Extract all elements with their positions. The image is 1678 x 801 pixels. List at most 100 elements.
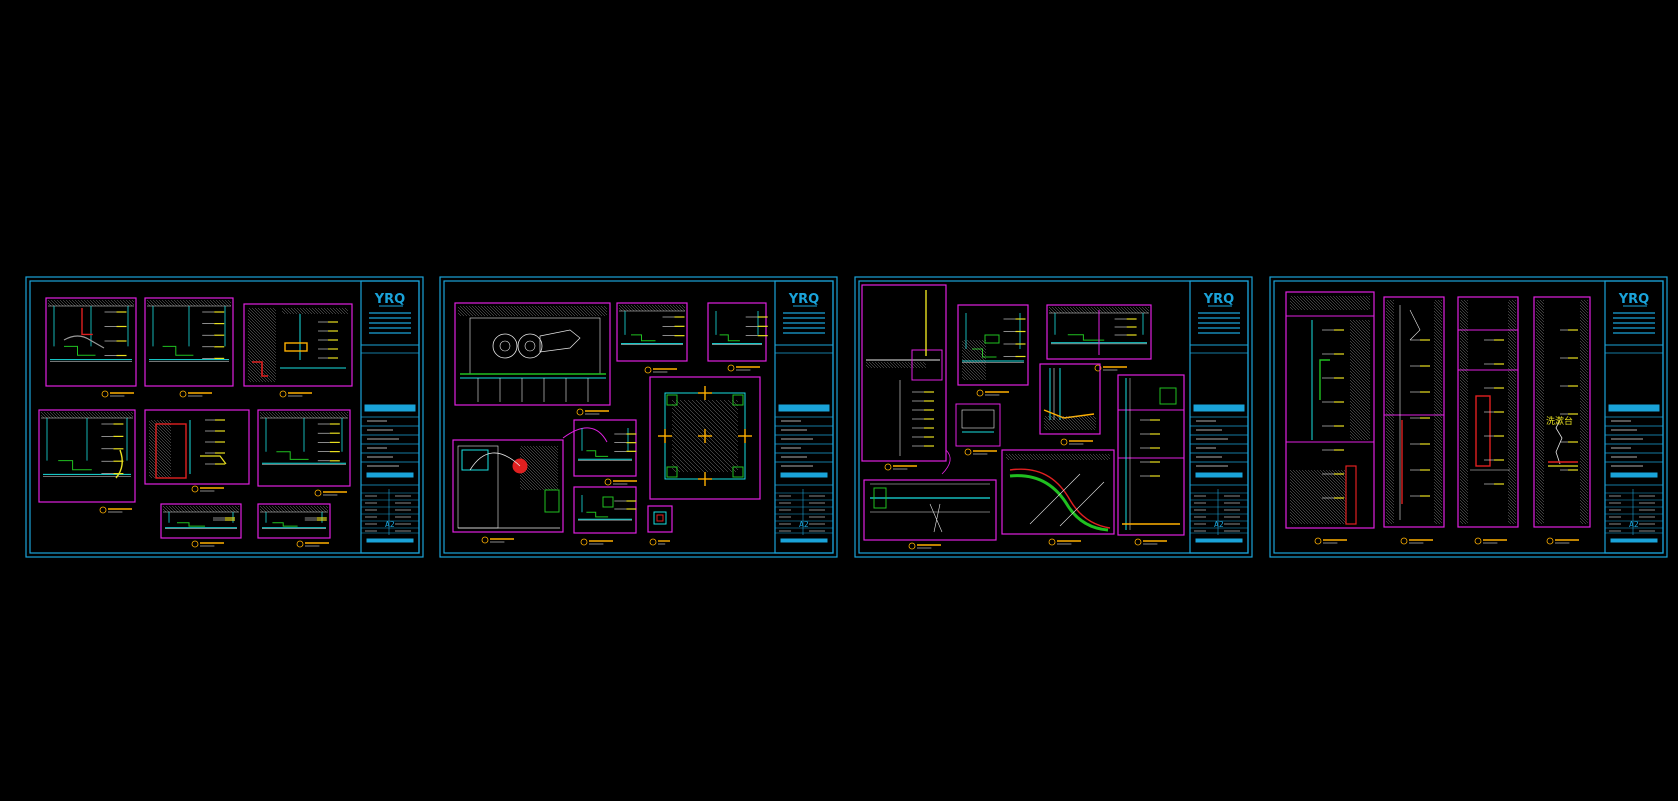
hatch-line	[1579, 409, 1589, 419]
hatch-line	[247, 369, 261, 383]
detail-view[interactable]	[160, 503, 242, 539]
hatch-line	[1579, 388, 1589, 398]
detail-view[interactable]	[863, 479, 997, 541]
detail-view[interactable]	[144, 409, 250, 485]
hatch-line	[1579, 496, 1589, 506]
hatch-line	[280, 505, 288, 513]
hatch-line	[293, 307, 301, 315]
hatch-line	[1310, 469, 1347, 506]
detail-view[interactable]	[144, 297, 234, 387]
hatch-line	[1535, 334, 1545, 344]
hatch-line	[1535, 355, 1545, 365]
hatch-line	[1289, 469, 1345, 525]
hatch-line	[534, 305, 546, 317]
detail-view[interactable]	[38, 409, 136, 503]
hatch-line	[669, 304, 677, 312]
detail-number-bubble	[296, 540, 304, 548]
hatch-line	[618, 304, 626, 312]
line-work	[1029, 473, 1081, 525]
detail-view[interactable]	[1001, 449, 1115, 535]
hatch-line	[1433, 514, 1443, 524]
hatch-line	[1080, 453, 1088, 461]
hatch-line	[40, 411, 48, 419]
detail-view[interactable]	[1039, 363, 1101, 435]
hatch-pattern	[47, 299, 135, 307]
hatch-line	[648, 304, 656, 312]
hatch-line	[1071, 453, 1079, 461]
hatch-line	[1535, 370, 1545, 380]
detail-view[interactable]	[647, 505, 673, 533]
elevation-view[interactable]: 洗漱台	[1533, 296, 1591, 528]
hatch-line	[115, 411, 123, 419]
hatch-line	[328, 411, 336, 419]
hatch-line	[1535, 472, 1545, 482]
hatch-line	[1579, 307, 1589, 317]
detail-view[interactable]	[616, 302, 688, 362]
detail-view[interactable]	[573, 419, 637, 477]
detail-view[interactable]	[257, 503, 331, 539]
hatch-line	[1056, 415, 1072, 431]
detail-view[interactable]	[649, 376, 761, 500]
hatch-line	[257, 307, 277, 327]
hatch-line	[204, 505, 212, 513]
hatch-line	[1535, 412, 1545, 422]
line-work	[1059, 481, 1105, 527]
detail-view[interactable]	[452, 439, 564, 533]
hatch-line	[146, 302, 151, 307]
hatch-line	[1349, 364, 1371, 386]
detail-view[interactable]	[957, 304, 1029, 386]
hatch-line	[1579, 517, 1587, 525]
hatch-line	[1507, 331, 1517, 341]
hatch-line	[247, 330, 277, 360]
hatch-line	[259, 414, 264, 419]
hatch-line	[1065, 453, 1073, 461]
hatch-line	[1459, 373, 1469, 383]
hatch-line	[265, 505, 273, 513]
hatch-line	[247, 372, 258, 383]
hatch-line	[1020, 453, 1028, 461]
detail-view[interactable]	[955, 403, 1001, 447]
hatch-line	[1433, 370, 1443, 380]
hatch-line	[1507, 439, 1517, 449]
detail-view[interactable]	[257, 409, 351, 487]
hatch-line	[301, 505, 309, 513]
hatch-line	[1043, 423, 1051, 431]
detail-view[interactable]	[707, 302, 768, 362]
detail-view[interactable]	[454, 302, 611, 406]
hatch-line	[552, 305, 564, 317]
elevation-view[interactable]	[1285, 291, 1375, 529]
hatch-line	[298, 411, 306, 419]
elevation-view[interactable]	[1383, 296, 1445, 528]
hatch-line	[1385, 478, 1395, 488]
hatch-line	[1308, 295, 1324, 311]
detail-view[interactable]	[243, 303, 353, 387]
hatch-line	[1507, 445, 1517, 455]
hatch-line	[678, 304, 686, 312]
hatch-line	[1433, 430, 1443, 440]
hatch-line	[301, 411, 309, 419]
hatch-line	[582, 305, 594, 317]
detail-boundary	[1117, 374, 1185, 536]
hatch-line	[1507, 319, 1517, 329]
detail-view[interactable]	[45, 297, 137, 387]
hatch-line	[1367, 319, 1371, 323]
hatch-line	[671, 423, 721, 473]
hatch-line	[1579, 463, 1589, 473]
hatch-line	[1507, 400, 1517, 410]
detail-view[interactable]	[861, 284, 947, 462]
hatch-line	[76, 411, 84, 419]
elevation-view[interactable]	[1457, 296, 1519, 528]
hatch-line	[507, 305, 519, 317]
hatch-line	[1433, 301, 1443, 311]
hatch-line	[1326, 295, 1342, 311]
detail-view[interactable]	[573, 486, 637, 534]
hatch-line	[331, 411, 339, 419]
detail-boundary	[1039, 363, 1101, 435]
detail-view[interactable]	[1117, 374, 1185, 536]
